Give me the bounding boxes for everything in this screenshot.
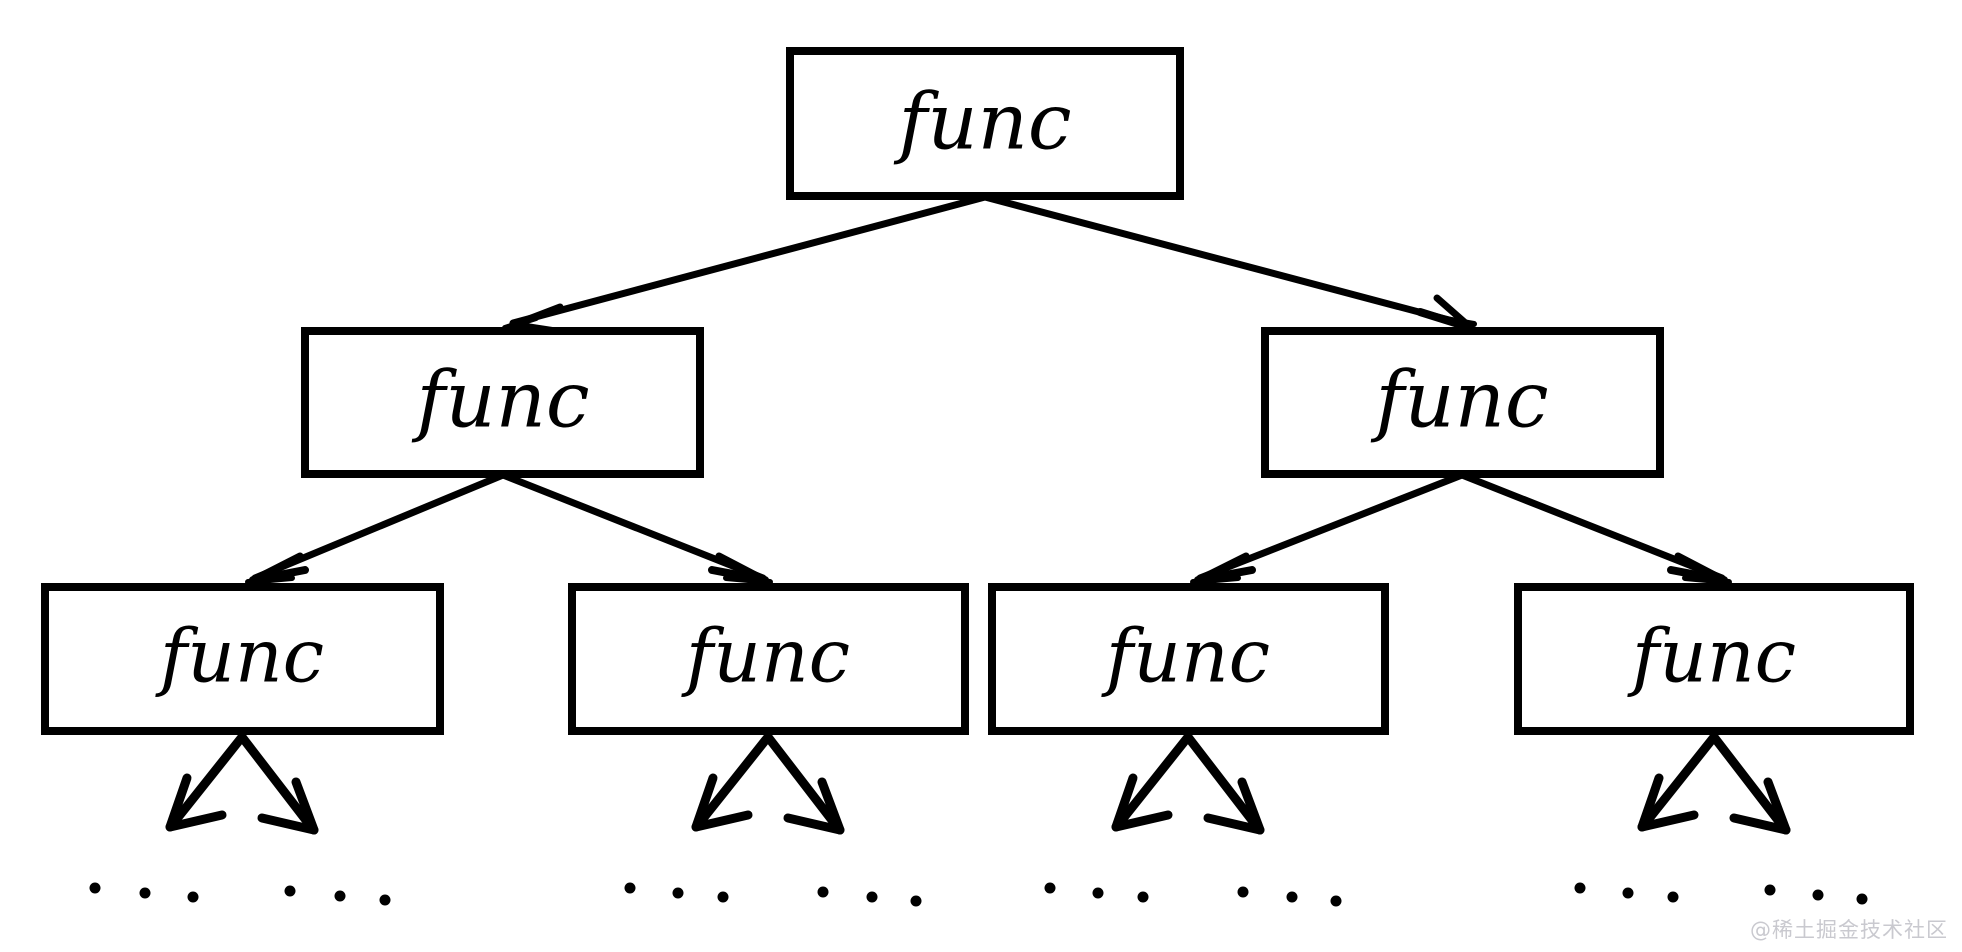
node-label-n5: func (1101, 613, 1270, 699)
stub-arrow-group (165, 732, 1791, 835)
stub-arrow-n4 (691, 732, 845, 835)
node-n0[interactable]: func (786, 47, 1184, 200)
stub-arrow-n6 (1637, 732, 1791, 835)
edge-group-root (502, 193, 1477, 335)
ellipsis-group-n6 (1574, 882, 1868, 905)
ellipsis-group-n3 (89, 882, 391, 906)
node-label-n3: func (155, 613, 324, 699)
edge-n0-n1 (502, 193, 989, 335)
node-n2[interactable]: func (1261, 327, 1664, 478)
stub-arrow-n5 (1111, 732, 1265, 835)
node-label-n0: func (893, 78, 1071, 168)
node-label-n2: func (1370, 356, 1548, 446)
node-label-n4: func (681, 613, 850, 699)
edge-n1-n3 (245, 471, 507, 585)
edge-n2-n6 (1458, 471, 1732, 585)
node-label-n1: func (411, 356, 589, 446)
node-n3[interactable]: func (41, 583, 444, 735)
edge-group-level2 (245, 471, 1732, 585)
edge-n1-n4 (499, 471, 773, 585)
stub-arrow-n3 (165, 732, 319, 835)
node-n5[interactable]: func (988, 583, 1389, 735)
node-n6[interactable]: func (1514, 583, 1914, 735)
node-n1[interactable]: func (301, 327, 704, 478)
node-label-n6: func (1627, 613, 1796, 699)
ellipsis-group-n4 (624, 882, 922, 907)
watermark: @稀土掘金技术社区 (1750, 918, 1948, 942)
edge-n2-n5 (1190, 471, 1466, 585)
ellipsis-group-n5 (1044, 882, 1342, 907)
edge-n0-n2 (981, 193, 1477, 331)
node-n4[interactable]: func (568, 583, 969, 735)
